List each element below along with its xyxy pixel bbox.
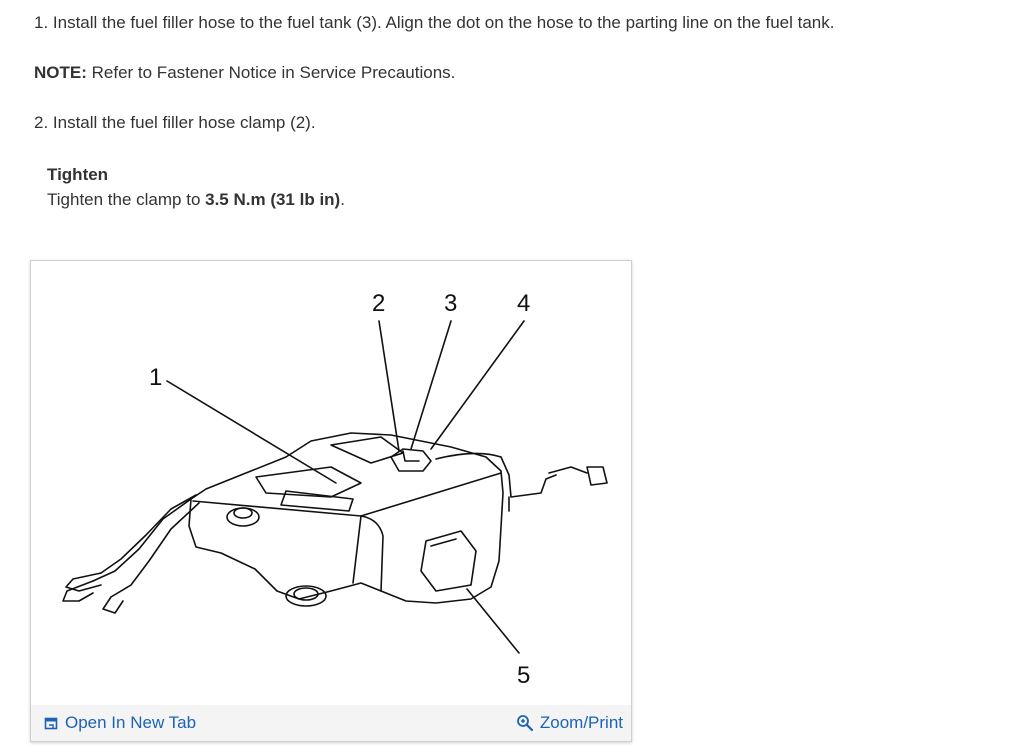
step-1-text: 1. Install the fuel filler hose to the f… [34,13,835,32]
note-label: NOTE: [34,63,87,82]
step-2-text: 2. Install the fuel filler hose clamp (2… [34,113,316,132]
magnifier-icon [516,715,533,732]
zoom-print-link[interactable]: Zoom/Print [516,713,623,733]
open-in-new-tab-link[interactable]: Open In New Tab [44,713,196,733]
tank-outline [188,432,504,604]
fuel-tank-figure: 2 3 4 1 5 Open In New Tab Zoom/Print [30,260,632,742]
callout-1: 1 [149,364,162,391]
fuel-tank-illustration[interactable]: 2 3 4 1 5 [31,261,631,705]
tighten-instruction: Tighten the clamp to 3.5 N.m (31 lb in). [47,187,345,212]
tighten-text-before: Tighten the clamp to [47,190,206,209]
callout-4: 4 [517,290,530,317]
tighten-spec: Tighten Tighten the clamp to 3.5 N.m (31… [47,162,345,212]
callout-3: 3 [444,290,457,317]
note-body: Refer to Fastener Notice in Service Prec… [86,63,456,82]
open-in-new-tab-label: Open In New Tab [65,713,197,732]
tighten-text-after: . [340,190,345,209]
callout-5: 5 [517,662,530,689]
torque-value: 3.5 N.m (31 lb in) [205,190,341,209]
note-text: NOTE: Refer to Fastener Notice in Servic… [34,62,455,84]
zoom-print-label: Zoom/Print [539,713,623,732]
open-new-tab-icon [44,717,58,729]
callout-2: 2 [372,290,385,317]
figure-toolbar: Open In New Tab Zoom/Print [31,705,631,741]
tighten-heading: Tighten [47,165,109,184]
